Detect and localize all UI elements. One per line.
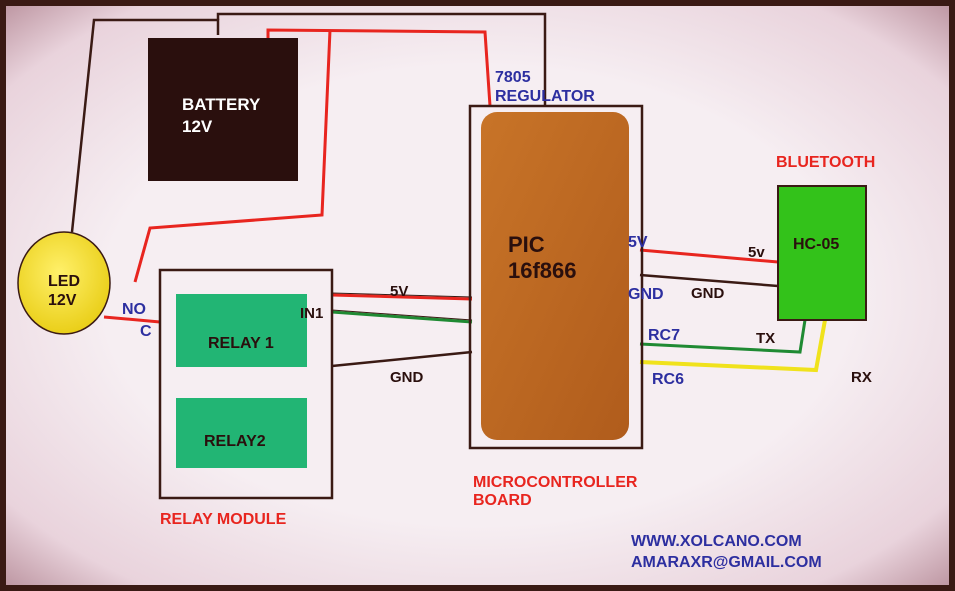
hc05-label: HC-05 [793,236,839,253]
wire-relay-in1 [331,310,473,324]
wire-bt-5v [639,248,779,264]
relay-module [158,268,334,500]
pic-label-line2: 16f866 [508,258,577,283]
bt-gnd-label: GND [691,285,725,302]
battery [148,38,298,181]
led [17,231,111,335]
wire-relay-5v [331,293,473,301]
wire-led-c-red [103,315,161,324]
mcu-board-label-line1: MICROCONTROLLER [473,474,638,491]
wire-battery-regulator-red [266,28,492,107]
mcu-rc6-label: RC6 [652,371,684,388]
c-label: C [140,323,152,340]
credits-email: AMARAXR@GMAIL.COM [631,554,822,571]
led-label-line2: 12V [48,292,77,309]
wire-bt-rx [639,319,827,373]
bt-rx-label: RX [851,369,872,386]
wire-relay-gnd [331,350,473,368]
wire-relay-in1-dark [331,309,473,321]
battery-label-line1: BATTERY [182,95,261,114]
battery-label-line2: 12V [182,117,213,136]
credits-website: WWW.XOLCANO.COM [631,533,802,550]
pic-chip [481,112,629,440]
bluetooth-title: BLUETOOTH [776,154,875,171]
microcontroller-board [468,104,644,450]
no-label: NO [122,301,146,318]
in1-label: IN1 [300,305,323,322]
wire-battery-regulator-dark [216,12,547,106]
wire-battery-led-dark [70,18,220,233]
pic-label-line1: PIC [508,232,545,257]
relay-2 [176,398,307,468]
relay-2-label: RELAY2 [204,433,266,450]
mcu-rc7-label: RC7 [648,327,680,344]
regulator-label-line1: 7805 [495,69,531,86]
mcu-5v-label: 5V [628,234,648,251]
hc05-module [777,185,867,321]
relay-module-label: RELAY MODULE [160,511,287,528]
wire-relay-5v-dark [331,292,473,298]
mcu-board-label-line2: BOARD [473,492,532,509]
relay-1-label: RELAY 1 [208,335,274,352]
mcu-gnd-label: GND [628,286,664,303]
regulator-label-line2: REGULATOR [495,88,595,105]
relay-1 [176,294,307,367]
wire-bt-tx [639,319,807,354]
wire-regulator-no-red [133,29,332,283]
relay-gnd-label: GND [390,369,424,386]
bt-5v-label: 5v [748,244,765,261]
relay-5v-label: 5V [390,283,408,300]
led-label-line1: LED [48,273,80,290]
wire-bt-gnd [639,273,779,288]
bt-tx-label: TX [756,330,775,347]
